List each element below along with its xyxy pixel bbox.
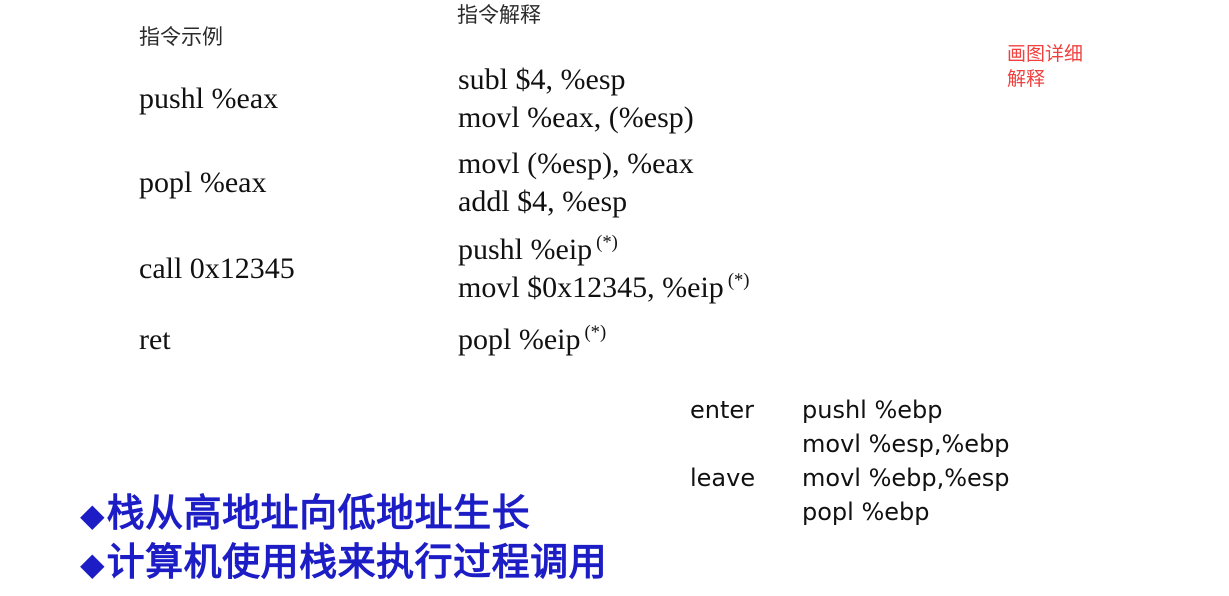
diamond-bullet-icon: ◆ — [80, 496, 105, 534]
list-item: ◆ 计算机使用栈来执行过程调用 — [80, 539, 607, 588]
table-row: leave movl %ebp,%esp — [690, 461, 1010, 495]
list-item: ◆ 栈从高地址向低地址生长 — [80, 490, 607, 539]
asm-line: popl %eip(*) — [458, 321, 1229, 359]
frame-instruction-key: enter — [690, 396, 755, 424]
instruction-example-pushl: pushl %eax — [139, 82, 279, 115]
footnote-star-icon: (*) — [584, 322, 607, 344]
table-row: movl %esp,%ebp — [690, 427, 1010, 461]
frame-instruction-key: leave — [690, 464, 756, 492]
instruction-explanation-pushl: subl $4, %esp movl %eax, (%esp) — [458, 61, 1229, 137]
asm-text: movl $0x12345, %eip — [458, 271, 724, 304]
instruction-example-call: call 0x12345 — [139, 252, 295, 285]
instruction-table: pushl %eax subl $4, %esp movl %eax, (%es… — [0, 58, 1229, 368]
table-row: popl %ebp — [690, 495, 1010, 529]
asm-line: movl $0x12345, %eip(*) — [458, 269, 1229, 307]
frame-instruction-table: enter pushl %ebp movl %esp,%ebp leave mo… — [690, 393, 1010, 529]
column-header-instruction-explanation: 指令解释 — [457, 3, 541, 27]
frame-instruction-key — [690, 495, 802, 529]
asm-line: movl %eax, (%esp) — [458, 101, 694, 134]
diamond-bullet-icon: ◆ — [80, 545, 105, 583]
asm-line: addl $4, %esp — [458, 185, 628, 218]
instruction-explanation-call: pushl %eip(*) movl $0x12345, %eip(*) — [458, 231, 1229, 307]
frame-instruction-value: pushl %ebp — [802, 396, 943, 424]
bullet-list: ◆ 栈从高地址向低地址生长 ◆ 计算机使用栈来执行过程调用 — [80, 490, 607, 588]
bullet-text: 栈从高地址向低地址生长 — [106, 491, 531, 535]
instruction-example-popl: popl %eax — [139, 166, 267, 199]
frame-instruction-value: movl %ebp,%esp — [802, 464, 1010, 492]
annotation-line-1: 画图详细 — [1007, 43, 1084, 65]
frame-instruction-key — [690, 427, 802, 461]
annotation-note-red: 画图详细 解释 — [1007, 42, 1083, 92]
annotation-line-2: 解释 — [1007, 68, 1046, 91]
instruction-explanation-ret: popl %eip(*) — [458, 321, 1229, 359]
asm-line: subl $4, %esp — [458, 63, 626, 97]
asm-line: pushl %eip(*) — [458, 231, 1229, 269]
table-row: pushl %eax subl $4, %esp movl %eax, (%es… — [0, 58, 1229, 140]
bullet-text: 计算机使用栈来执行过程调用 — [106, 540, 608, 584]
table-row: popl %eax movl (%esp), %eax addl $4, %es… — [0, 140, 1229, 226]
table-row: call 0x12345 pushl %eip(*) movl $0x12345… — [0, 226, 1229, 312]
footnote-star-icon: (*) — [727, 270, 750, 291]
instruction-explanation-popl: movl (%esp), %eax addl $4, %esp — [458, 145, 1229, 221]
table-row: ret popl %eip(*) — [0, 312, 1229, 368]
instruction-example-ret: ret — [139, 323, 171, 356]
asm-text: pushl %eip — [458, 233, 593, 267]
column-header-instruction-example: 指令示例 — [139, 25, 223, 49]
frame-instruction-value: popl %ebp — [802, 498, 930, 526]
footnote-star-icon: (*) — [596, 232, 618, 254]
table-row: enter pushl %ebp — [690, 393, 1010, 427]
asm-text: popl %eip — [458, 323, 581, 357]
frame-instruction-value: movl %esp,%ebp — [802, 430, 1010, 458]
asm-line: movl (%esp), %eax — [458, 147, 694, 181]
